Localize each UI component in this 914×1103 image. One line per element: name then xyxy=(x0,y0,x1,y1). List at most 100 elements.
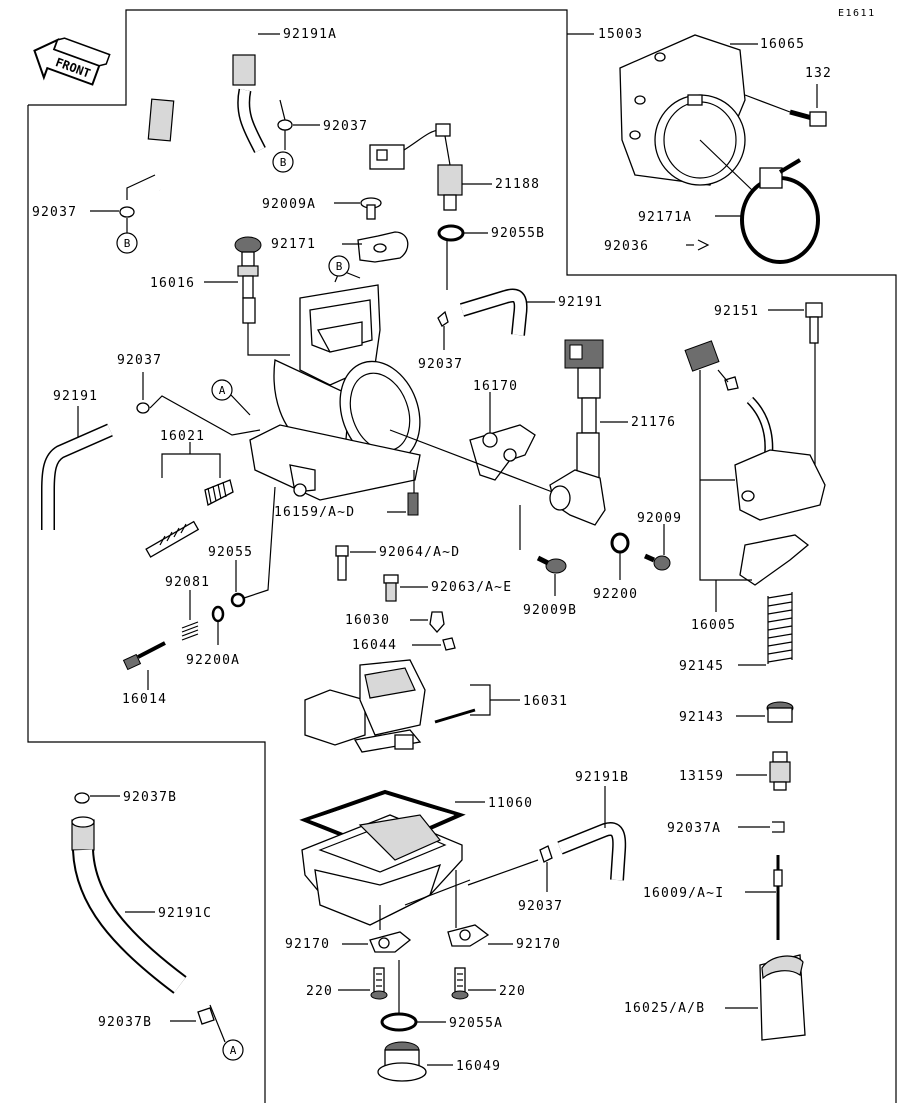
screw-16014-icon xyxy=(122,641,166,690)
clip-16044-icon xyxy=(412,637,456,651)
label-16049: 16049 xyxy=(456,1059,501,1074)
label-92200: 92200 xyxy=(593,587,638,602)
label-92143: 92143 xyxy=(679,710,724,725)
clamp-92171A-icon xyxy=(699,139,820,264)
screw-16159-icon xyxy=(387,470,419,516)
svg-text:A: A xyxy=(230,1044,237,1057)
bolt-92151-icon xyxy=(768,302,823,479)
washer-92200-icon xyxy=(610,532,630,580)
clip-92037-d-icon xyxy=(136,372,261,436)
bracket-92170-a-icon xyxy=(342,931,412,953)
diagram-id: E1611 xyxy=(838,8,876,19)
ref-b-left: B xyxy=(116,232,138,254)
label-92009B: 92009B xyxy=(523,603,577,618)
label-92063: 92063/A~E xyxy=(431,580,512,595)
spring-92145-icon xyxy=(738,592,793,666)
bracket-92171-icon xyxy=(342,231,409,263)
needle-16009-icon xyxy=(745,855,783,940)
plug-16049-icon xyxy=(377,1041,453,1082)
svg-text:A: A xyxy=(219,384,226,397)
ref-a-body: A xyxy=(211,379,251,416)
label-16170: 16170 xyxy=(473,379,518,394)
jet-92064-icon xyxy=(335,545,376,581)
bolt-132-icon xyxy=(744,84,827,127)
label-92037-e: 92037 xyxy=(518,899,563,914)
label-92055B: 92055B xyxy=(491,226,545,241)
intake-boot-16065-icon xyxy=(619,34,758,186)
clip-92037B-a-icon xyxy=(74,792,120,804)
screw-16021-icon xyxy=(145,442,234,558)
label-16016: 16016 xyxy=(150,276,195,291)
clip-92036-icon xyxy=(686,239,710,251)
ref-a-bottom: A xyxy=(222,1039,244,1061)
svg-text:B: B xyxy=(124,237,131,250)
cap-92143-icon xyxy=(736,701,794,723)
label-16009: 16009/A~I xyxy=(643,886,724,901)
ref-b-top: B xyxy=(272,151,294,173)
label-21188: 21188 xyxy=(495,177,540,192)
oring-92055A-icon xyxy=(380,960,446,1032)
label-92037-c: 92037 xyxy=(418,357,463,372)
screw-92009A-icon xyxy=(334,197,382,220)
label-16031: 16031 xyxy=(523,694,568,709)
screw-220-b-icon xyxy=(451,967,496,1000)
label-16044: 16044 xyxy=(352,638,397,653)
label-92037-b: 92037 xyxy=(32,205,77,220)
label-92081: 92081 xyxy=(165,575,210,590)
sensor-21176-icon xyxy=(549,339,628,526)
label-92037-a: 92037 xyxy=(323,119,368,134)
jet-92063-icon xyxy=(383,574,428,602)
label-16014: 16014 xyxy=(122,692,167,707)
hose-92191-a-icon xyxy=(459,288,555,336)
label-15003: 15003 xyxy=(598,27,643,42)
holder-13159-icon xyxy=(736,751,791,791)
screw-92009B-icon xyxy=(519,505,567,596)
ref-b-body: B xyxy=(328,255,350,277)
hose-92191-b-icon: 92191 xyxy=(41,389,113,530)
label-92064: 92064/A~D xyxy=(379,545,460,560)
bracket-16170-icon xyxy=(389,392,556,494)
label-92170-a: 92170 xyxy=(285,937,330,952)
bracket-92170-b-icon xyxy=(447,924,513,947)
svg-text:B: B xyxy=(336,260,343,273)
clip-92037-a-icon xyxy=(277,99,320,150)
label-92191B: 92191B xyxy=(575,770,629,785)
label-92170-b: 92170 xyxy=(516,937,561,952)
label-92171A: 92171A xyxy=(638,210,692,225)
screw-16016-icon xyxy=(204,236,290,356)
label-11060: 11060 xyxy=(488,796,533,811)
sensor-21188-icon xyxy=(369,123,492,211)
label-13159: 13159 xyxy=(679,769,724,784)
label-16065: 16065 xyxy=(760,37,805,52)
label-92145: 92145 xyxy=(679,659,724,674)
label-92055A: 92055A xyxy=(449,1016,503,1031)
label-92191-a: 92191 xyxy=(558,295,603,310)
label-92191A: 92191A xyxy=(283,27,337,42)
label-220-a: 220 xyxy=(306,984,333,999)
cover-16005-icon xyxy=(684,340,826,612)
label-92037A: 92037A xyxy=(667,821,721,836)
label-16159: 16159/A~D xyxy=(274,505,355,520)
label-92036: 92036 xyxy=(604,239,649,254)
label-21176: 21176 xyxy=(631,415,676,430)
label-92151: 92151 xyxy=(714,304,759,319)
jet-16030-icon xyxy=(410,611,445,633)
label-16030: 16030 xyxy=(345,613,390,628)
label-16025: 16025/A/B xyxy=(624,1001,705,1016)
label-92037B-a: 92037B xyxy=(123,790,177,805)
clip-92037-c-icon xyxy=(437,310,449,350)
label-92055: 92055 xyxy=(208,545,253,560)
hose-92191C-icon xyxy=(71,816,187,994)
label-92191-b: 92191 xyxy=(53,389,98,404)
label-16021: 16021 xyxy=(160,429,205,444)
clip-92037B-b-icon xyxy=(170,1004,226,1043)
oring-92055B-icon xyxy=(437,224,488,290)
label-92037B-b: 92037B xyxy=(98,1015,152,1030)
clip-92037-e-icon xyxy=(467,845,553,892)
screw-220-a-icon xyxy=(338,967,388,1000)
label-132: 132 xyxy=(805,66,832,81)
label-92009A: 92009A xyxy=(262,197,316,212)
washer-92200A-icon xyxy=(211,605,225,645)
hose-92191A-icon xyxy=(147,26,280,191)
